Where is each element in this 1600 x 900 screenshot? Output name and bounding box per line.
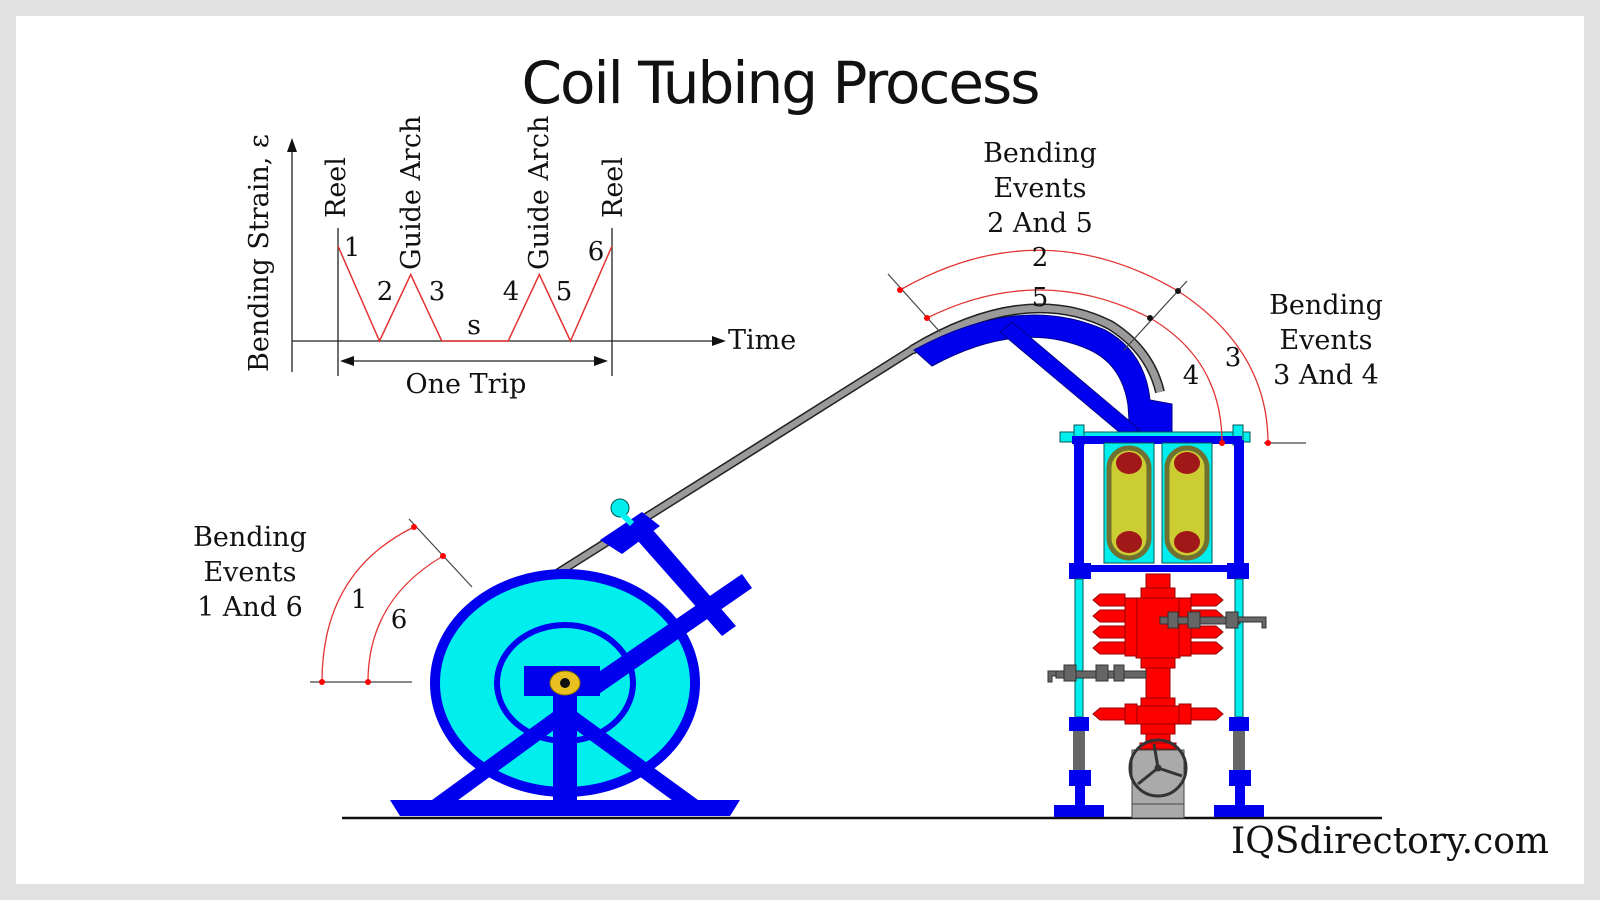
svg-text:2 And 5: 2 And 5 xyxy=(987,208,1093,239)
x-axis-arrow-icon xyxy=(712,336,726,346)
event-number-4: 4 xyxy=(503,277,520,307)
callout-arch-top: Bending Events 2 And 5 xyxy=(983,138,1097,239)
reel-bending-arcs xyxy=(310,518,473,685)
y-axis-arrow-icon xyxy=(287,138,297,152)
svg-text:1 And 6: 1 And 6 xyxy=(197,592,303,623)
svg-text:Events: Events xyxy=(993,173,1086,204)
svg-text:Events: Events xyxy=(203,557,296,588)
valve-handwheel-icon xyxy=(1128,738,1188,798)
event-number-3: 3 xyxy=(429,277,446,307)
diagram-frame: Coil Tubing Process Bending Strain, ε Ti… xyxy=(16,16,1584,884)
master-valve xyxy=(1128,738,1188,819)
coil-tubing-diagram: Coil Tubing Process Bending Strain, ε Ti… xyxy=(193,49,1549,862)
event-number-1: 1 xyxy=(344,233,361,263)
svg-text:Events: Events xyxy=(1279,325,1372,356)
arch-arc-label-2: 2 xyxy=(1032,243,1049,273)
svg-text:Bending: Bending xyxy=(1269,290,1383,321)
event-number-5: 5 xyxy=(556,277,573,307)
blowout-preventer xyxy=(1092,573,1224,750)
one-trip-label: One Trip xyxy=(406,369,527,400)
event-number-2: 2 xyxy=(377,277,394,307)
svg-text:3 And 4: 3 And 4 xyxy=(1273,360,1379,391)
event-number-6: 6 xyxy=(588,237,605,267)
svg-text:Bending: Bending xyxy=(983,138,1097,169)
brand-watermark: IQSdirectory.com xyxy=(1231,821,1549,862)
arch-bending-arcs xyxy=(887,249,1306,446)
reel-arc-label-6: 6 xyxy=(391,605,408,635)
marker-label-guide-arch-1: Guide Arch xyxy=(396,116,427,270)
diagram-title: Coil Tubing Process xyxy=(522,49,1039,117)
injector-head xyxy=(1054,424,1264,817)
callout-arch-side: Bending Events 3 And 4 xyxy=(1269,290,1383,391)
marker-label-reel-1: Reel xyxy=(321,157,352,218)
span-right-arrow-icon xyxy=(594,356,608,366)
arch-arc-label-5: 5 xyxy=(1032,283,1049,313)
straight-s-label: s xyxy=(467,310,481,341)
y-axis-label: Bending Strain, ε xyxy=(244,134,275,372)
marker-label-guide-arch-2: Guide Arch xyxy=(524,116,555,270)
callout-reel: Bending Events 1 And 6 xyxy=(193,522,307,623)
span-left-arrow-icon xyxy=(340,356,354,366)
marker-label-reel-2: Reel xyxy=(598,157,629,218)
arch-arc-label-4: 4 xyxy=(1183,361,1200,391)
x-axis-label: Time xyxy=(728,325,796,356)
guide-arch xyxy=(913,314,1173,437)
side-valves xyxy=(1047,611,1267,683)
arch-arc-label-3: 3 xyxy=(1225,343,1242,373)
tubing-reel xyxy=(390,498,752,816)
reel-arc-label-1: 1 xyxy=(351,585,368,615)
svg-text:Bending: Bending xyxy=(193,522,307,553)
strain-series-line xyxy=(337,245,613,343)
